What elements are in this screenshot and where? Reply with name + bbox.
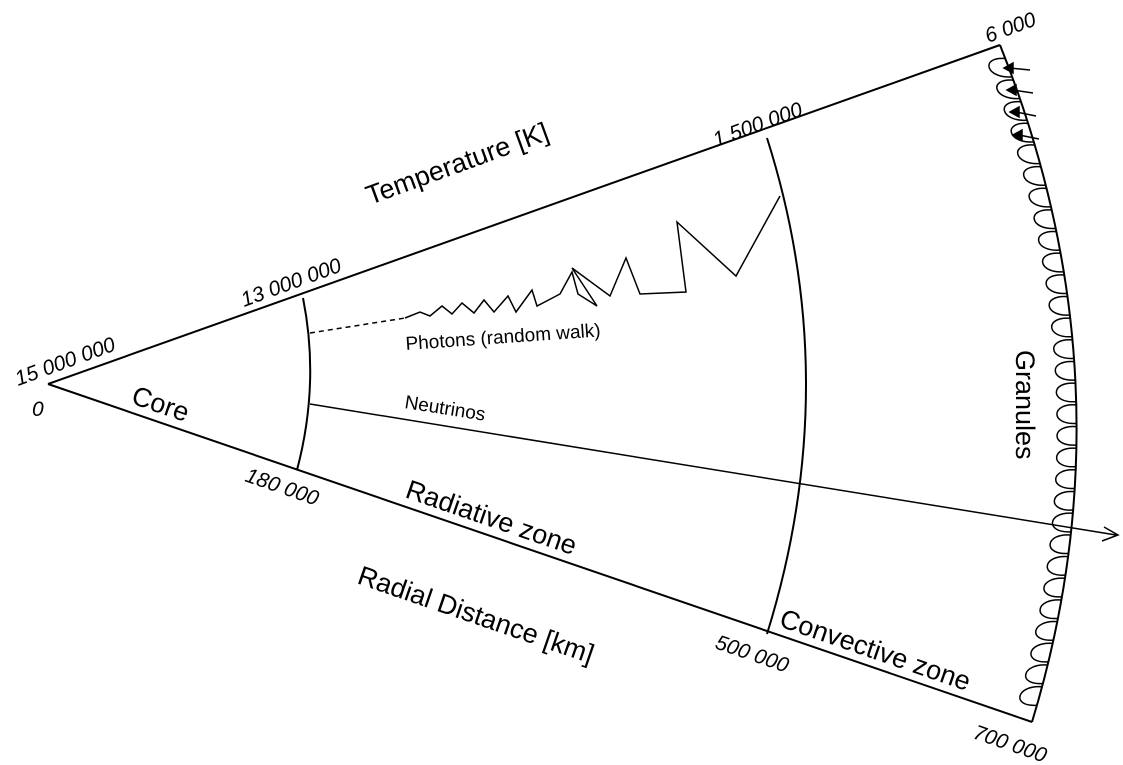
distance-tick-core: 180 000 bbox=[242, 464, 322, 511]
granule-cell bbox=[1056, 404, 1077, 425]
granule-cell bbox=[988, 57, 1013, 78]
photon-path bbox=[309, 195, 781, 334]
convection-arrows bbox=[1002, 61, 1040, 142]
granule-cell bbox=[1043, 577, 1066, 598]
granule-cell bbox=[1055, 469, 1076, 490]
granules-cells bbox=[988, 57, 1077, 706]
granule-cell bbox=[1041, 252, 1064, 273]
granule-cell bbox=[1056, 447, 1077, 468]
granule-cell bbox=[1039, 599, 1062, 620]
granule-cell bbox=[1051, 317, 1073, 338]
distance-tick-center: 0 bbox=[32, 398, 44, 421]
granule-cell bbox=[1053, 490, 1075, 511]
granule-cell bbox=[1055, 382, 1077, 403]
granule-cell bbox=[1028, 187, 1052, 208]
granule-cell bbox=[1049, 534, 1071, 555]
granule-cell bbox=[996, 79, 1020, 100]
granules-label: Granules bbox=[1010, 350, 1040, 460]
temperature-tick-core-edge: 13 000 000 bbox=[238, 254, 345, 312]
granule-cell bbox=[1046, 555, 1069, 576]
granule-cell bbox=[1019, 685, 1043, 706]
photons-label: Photons (random walk) bbox=[405, 320, 601, 355]
granule-cell bbox=[1035, 620, 1058, 641]
granule-cell bbox=[1024, 664, 1048, 685]
temperature-axis-title: Temperature [K] bbox=[362, 117, 553, 211]
granule-cell bbox=[1022, 165, 1046, 186]
distance-tick-surface: 700 000 bbox=[970, 721, 1050, 765]
granule-cell bbox=[1016, 144, 1041, 165]
temperature-tick-core-center: 15 000 000 bbox=[12, 333, 119, 391]
granule-cell bbox=[1045, 274, 1068, 295]
granule-cell bbox=[1037, 230, 1061, 251]
granule-cell bbox=[1051, 512, 1073, 533]
distance-tick-convective: 500 000 bbox=[712, 631, 792, 678]
granule-cell bbox=[1033, 209, 1056, 230]
temperature-tick-surface: 6 000 bbox=[982, 8, 1040, 48]
convective-boundary-arc bbox=[766, 137, 807, 635]
upper-edge-line bbox=[47, 44, 1001, 385]
granule-cell bbox=[1048, 295, 1070, 316]
temperature-tick-convective: 1 500 000 bbox=[710, 98, 806, 152]
neutrino-path bbox=[309, 403, 1120, 542]
granule-cell bbox=[1053, 339, 1075, 360]
radial-distance-axis-title: Radial Distance [km] bbox=[354, 560, 598, 669]
granule-cell bbox=[1003, 101, 1028, 121]
lower-edge-line bbox=[47, 383, 1033, 723]
convective-zone-label: Convective zone bbox=[776, 603, 975, 696]
core-label: Core bbox=[128, 380, 193, 427]
granule-cell bbox=[1056, 425, 1077, 446]
granule-cell bbox=[1030, 642, 1053, 663]
granule-cell bbox=[1054, 360, 1076, 381]
granule-cell bbox=[1010, 122, 1034, 143]
radiative-zone-label: Radiative zone bbox=[402, 474, 581, 561]
core-boundary-arc bbox=[296, 297, 312, 471]
